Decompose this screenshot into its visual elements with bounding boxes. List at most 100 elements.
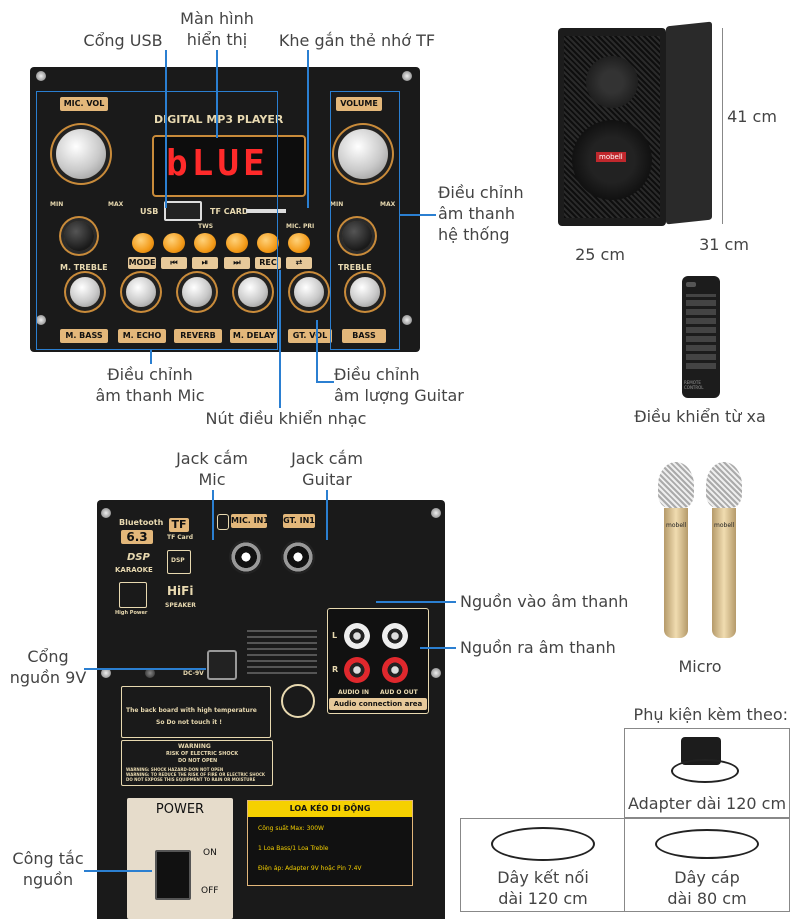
mic-body (712, 508, 736, 638)
m-echo-knob[interactable] (126, 277, 156, 307)
speaker-depth: 31 cm (699, 235, 749, 254)
screw (145, 668, 155, 678)
audio-out-l[interactable] (382, 623, 408, 649)
warning-line3: DO NOT EXPOSE THIS EQUIPMENT TO RAIN OR … (126, 777, 256, 782)
screw (431, 508, 441, 518)
vent (247, 630, 317, 678)
screw (431, 668, 441, 678)
dsp-label: DSP (127, 552, 150, 563)
hifi-speaker-label: SPEAKER (165, 602, 196, 609)
cable2-caption: Dây cáp dài 80 cm (667, 868, 747, 908)
system-sound-label: Điều chỉnh âm thanh hệ thống (438, 183, 524, 244)
dsp-chip-label: DSP (171, 557, 185, 564)
mic-head (706, 462, 742, 508)
panel-title: DIGITAL MP3 PLAYER (154, 113, 284, 126)
control-panel: DIGITAL MP3 PLAYER bLUE MIC. VOL MIN MAX… (30, 67, 420, 352)
m-echo-label: M. ECHO (118, 329, 166, 343)
m-treble-label: M. TREBLE (60, 263, 108, 272)
dsp-chip-icon (167, 550, 191, 574)
rec-button[interactable] (257, 233, 279, 253)
adapter-caption: Adapter dài 120 cm (627, 794, 787, 813)
screw (36, 71, 46, 81)
usb-port-label: Cổng USB (83, 31, 163, 50)
remote-text: REMOTE CONTROL (684, 380, 704, 390)
mic-body (664, 508, 688, 638)
guitar-jack[interactable] (281, 540, 315, 574)
usb-port[interactable] (164, 201, 202, 221)
micro-caption: Micro (678, 657, 722, 676)
audio-output-leader (420, 647, 456, 649)
music-buttons-label: Nút điều khiển nhạc (205, 409, 367, 428)
usb-cable-image (655, 829, 759, 859)
display-label: Màn hình hiển thị (180, 9, 254, 49)
karaoke-label: KARAOKE (115, 566, 153, 574)
audio-in-l[interactable] (344, 623, 370, 649)
heat-warning: The back board with high temperature So … (121, 686, 271, 738)
reverb-knob[interactable] (182, 277, 212, 307)
warning-line1: WARNING: SHOCK HAZARD-DON NOT OPEN (126, 767, 224, 772)
mode-button[interactable] (132, 233, 154, 253)
mic-pri-button[interactable] (288, 233, 310, 253)
speaker-brand: mobell (596, 152, 626, 162)
accessories-title: Phụ kiện kèm theo: (633, 705, 788, 724)
mode-label: MODE (128, 257, 156, 269)
mic-head (658, 462, 694, 508)
speaker-tweeter (586, 56, 638, 108)
display-text: bLUE (166, 143, 269, 184)
rec-label: REC (255, 257, 281, 269)
play-pause-button[interactable] (194, 233, 216, 253)
treble-knob[interactable] (342, 221, 372, 251)
speaker-height: 41 cm (727, 107, 777, 126)
m-bass-knob[interactable] (70, 277, 100, 307)
mic-frame (36, 91, 278, 350)
m-treble-knob[interactable] (64, 221, 94, 251)
remote-caption: Điều khiển từ xa (634, 407, 766, 426)
speaker-cabinet: mobell (558, 28, 666, 226)
adapter-box: Adapter dài 120 cm (624, 728, 790, 818)
tf-icon: TF (169, 518, 189, 532)
audio-output-label: Nguồn ra âm thanh (460, 638, 616, 657)
prev-label: ⏮ (161, 257, 187, 269)
hifi-label: HiFi (167, 584, 194, 598)
min-label: MIN (330, 201, 344, 208)
m-delay-label: M. DELAY (230, 329, 278, 343)
power-section: POWER ON OFF (127, 798, 233, 919)
gt-in-label: GT. IN1 (283, 514, 315, 528)
tf-card-slot[interactable] (246, 209, 286, 213)
prev-button[interactable] (163, 233, 185, 253)
cable1-box: Dây kết nối dài 120 cm (460, 818, 626, 912)
r-label: R (332, 665, 339, 674)
spec-line2: 1 Loa Bass/1 Loa Treble (258, 845, 329, 852)
mic-jack[interactable] (229, 540, 263, 574)
power-port-label: Cổng nguồn 9V (9, 647, 87, 687)
m-delay-knob[interactable] (238, 277, 268, 307)
play-pause-label: ⏯ (192, 257, 218, 269)
power-switch[interactable] (155, 850, 191, 900)
dc-port[interactable] (207, 650, 237, 680)
spec-card: LOA KÉO DI ĐỘNG Công suất Max: 300W 1 Lo… (247, 800, 413, 886)
next-button[interactable] (226, 233, 248, 253)
on-label: ON (203, 848, 217, 858)
audio-in-r[interactable] (344, 657, 370, 683)
display-leader (216, 50, 218, 138)
bt-version: 6.3 (121, 530, 153, 544)
gt-vol-knob[interactable] (294, 277, 324, 307)
volume-knob[interactable] (338, 129, 388, 179)
audio-out-r[interactable] (382, 657, 408, 683)
treble-label: TREBLE (338, 263, 372, 272)
high-power-label: High Power (115, 610, 148, 616)
guitar-leader (316, 320, 318, 382)
l-label: L (332, 631, 338, 640)
guitar-jack-label: Jack cắm Guitar (291, 449, 363, 489)
remote-control: REMOTE CONTROL (682, 276, 720, 398)
usb-leader (165, 50, 167, 208)
mic-brand: mobell (666, 522, 687, 529)
mic-vol-knob[interactable] (56, 129, 106, 179)
mic-vol-label: MIC. VOL (60, 97, 108, 111)
heat-warning-line1: The back board with high temperature (126, 707, 257, 714)
cable2-box: Dây cáp dài 80 cm (624, 818, 790, 912)
warning-line2: WARNING: TO REDUCE THE RISK OF FIRE OR E… (126, 772, 266, 777)
led-display: bLUE (152, 135, 306, 197)
spec-line1: Công suất Max: 300W (258, 825, 324, 832)
bass-knob[interactable] (350, 277, 380, 307)
